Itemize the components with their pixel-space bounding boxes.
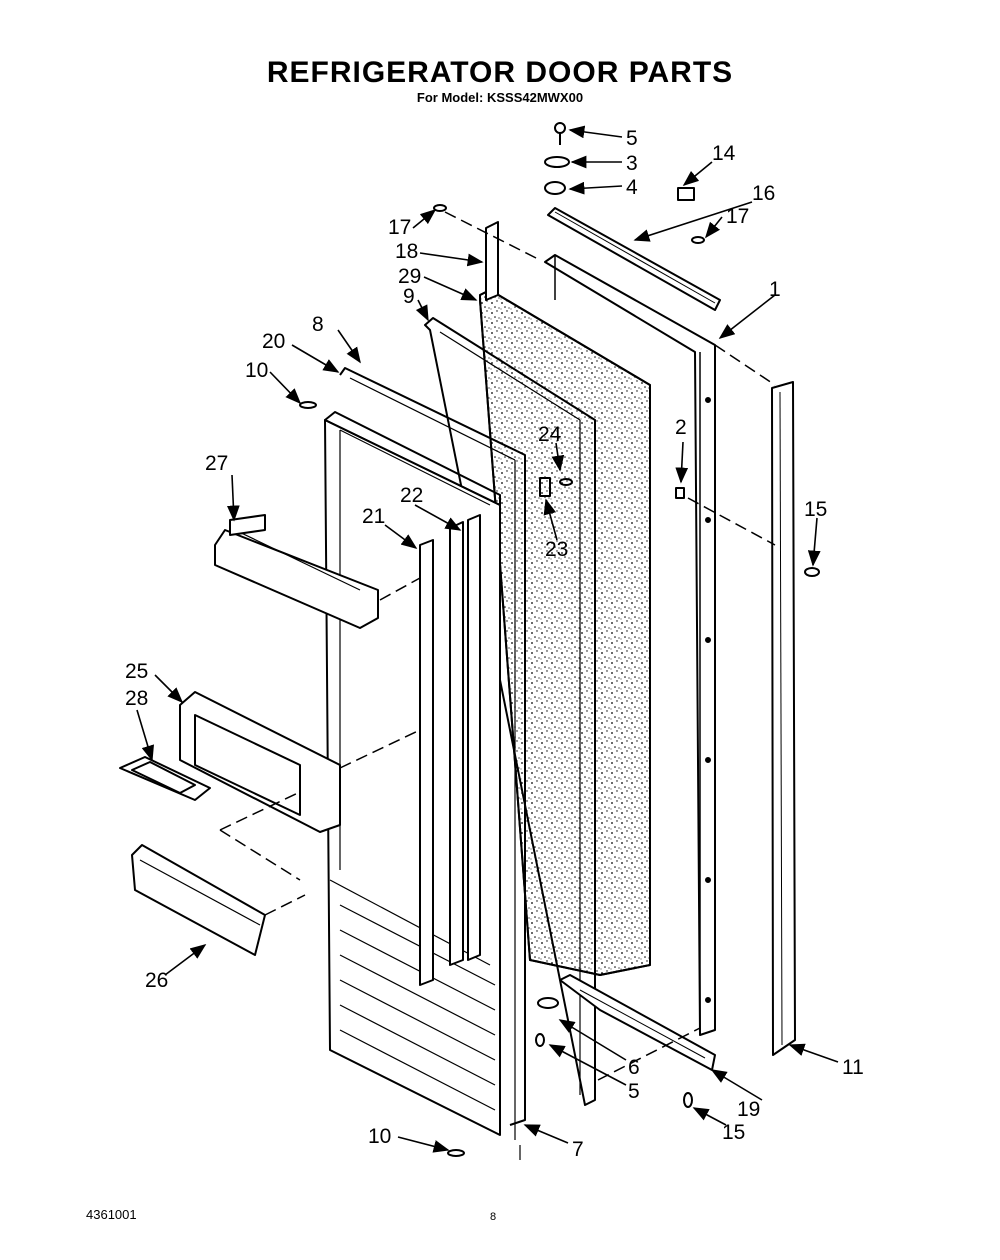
callout-4: 4 [626, 176, 638, 199]
callout-5: 5 [628, 1080, 640, 1103]
alignment-lines [219, 211, 776, 1081]
part-29-foam-insulation [479, 289, 651, 976]
part-28-drip-tray [119, 756, 211, 801]
model-subtitle: For Model: KSSS42MWX00 [416, 90, 584, 105]
part-16-top-hinge [547, 207, 721, 311]
callout-20: 20 [262, 330, 285, 353]
callout-leaders [136, 125, 839, 1153]
part-1-door-frame [544, 254, 716, 1036]
callout-29: 29 [398, 265, 421, 288]
part-screws-and-hardware [299, 122, 820, 1157]
callout-23: 23 [545, 538, 568, 561]
callout-18: 18 [395, 240, 418, 263]
callout-7: 7 [572, 1138, 584, 1161]
part-18-hinge-pin [485, 221, 499, 301]
callout-9: 9 [403, 285, 415, 308]
callout-10: 10 [245, 359, 268, 382]
part-25-dispenser-housing [179, 691, 341, 833]
callout-labels: 5 3 4 14 16 17 17 18 29 9 1 8 20 10 2 24… [125, 127, 864, 1161]
part-11-panel-strip [771, 381, 796, 1056]
callout-11: 11 [842, 1056, 864, 1079]
callout-10: 10 [368, 1125, 391, 1148]
document-number: 4361001 [86, 1207, 137, 1222]
callout-14: 14 [712, 142, 736, 165]
page-title: REFRIGERATOR DOOR PARTS [266, 56, 734, 89]
part-8-20-gasket [339, 367, 526, 1160]
callout-17: 17 [388, 216, 411, 239]
part-19-bottom-hinge [559, 974, 716, 1071]
callout-28: 28 [125, 687, 148, 710]
callout-8: 8 [312, 313, 324, 336]
callout-2: 2 [675, 416, 687, 439]
callout-17: 17 [726, 205, 749, 228]
part-21-22-vertical-channels [419, 514, 481, 986]
callout-24: 24 [538, 423, 562, 446]
callout-3: 3 [626, 152, 638, 175]
callout-26: 26 [145, 969, 168, 992]
callout-5: 5 [626, 127, 638, 150]
callout-21: 21 [362, 505, 385, 528]
callout-22: 22 [400, 484, 423, 507]
part-26-front-trim [131, 844, 266, 956]
callout-27: 27 [205, 452, 228, 475]
callout-19: 19 [737, 1098, 760, 1121]
callout-15: 15 [804, 498, 827, 521]
callout-6: 6 [628, 1056, 640, 1079]
callout-16: 16 [752, 182, 775, 205]
callout-15: 15 [722, 1121, 745, 1144]
page-number: 8 [490, 1211, 497, 1223]
callout-25: 25 [125, 660, 148, 683]
callout-1: 1 [769, 278, 781, 301]
